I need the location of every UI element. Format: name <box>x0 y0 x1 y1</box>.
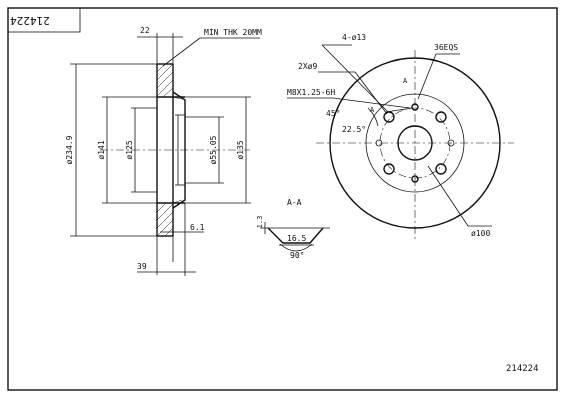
dim-1-3: 1.3 <box>256 216 264 229</box>
note-min-thickness: MIN THK 20MM <box>204 28 262 37</box>
section-view: A-A 1.3 16.5 90° <box>256 198 330 260</box>
callout-dia-100: ø100 <box>471 229 490 238</box>
callout-4-holes-13: 4-ø13 <box>342 33 366 42</box>
callout-36-eqs: 36EQS <box>434 43 458 52</box>
dim-39: 39 <box>137 262 147 271</box>
angle-22-5: 22.5° <box>342 125 366 134</box>
dim-dia-234-9: ø234.9 <box>65 135 74 164</box>
section-mark-a-right: A <box>403 77 408 85</box>
dim-16-5: 16.5 <box>287 234 306 243</box>
dim-dia-55-05: ø55.05 <box>209 135 218 164</box>
callout-thread-m8: M8X1.25-6H <box>287 88 335 97</box>
part-number-bottom: 214224 <box>506 364 539 374</box>
part-number-top: 214224 <box>10 14 50 27</box>
section-mark-a-left: A <box>370 106 375 114</box>
dim-6-1: 6.1 <box>190 223 205 232</box>
front-view: 4-ø13 36EQS 2Xø9 M8X1.25-6H 45° 22.5° A … <box>287 33 514 240</box>
angle-90: 90° <box>290 251 304 260</box>
dim-dia-135: ø135 <box>236 140 245 159</box>
callout-2-holes-9: 2Xø9 <box>298 62 317 71</box>
dim-dia-141: ø141 <box>97 140 106 159</box>
dim-dia-125: ø125 <box>125 140 134 159</box>
section-title: A-A <box>287 198 302 207</box>
side-view: 22 MIN THK 20MM ø234.9 ø141 ø125 ø55.05 … <box>65 26 262 276</box>
drawing-frame <box>7 7 558 391</box>
angle-45: 45° <box>326 109 340 118</box>
dim-width-22: 22 <box>140 26 150 35</box>
title-box <box>7 7 81 33</box>
